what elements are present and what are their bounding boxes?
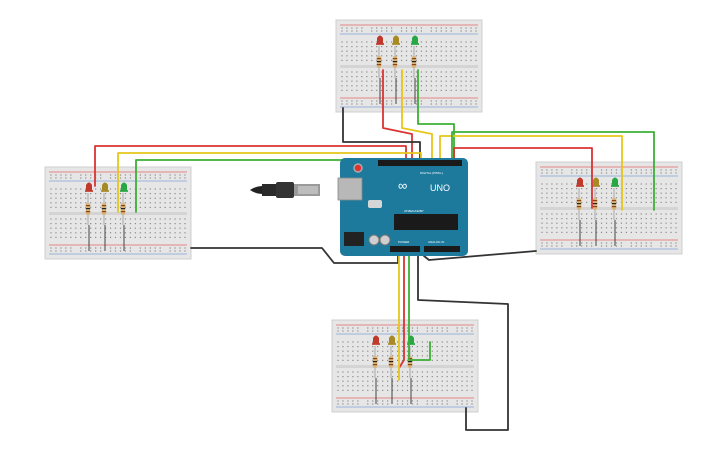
resistor[interactable] xyxy=(372,346,378,378)
wire-yellow[interactable] xyxy=(439,135,623,211)
resistor[interactable] xyxy=(611,188,617,220)
breadboard-holes xyxy=(337,327,473,405)
power-header xyxy=(390,246,420,252)
led[interactable] xyxy=(85,182,93,193)
wire-black[interactable] xyxy=(190,247,399,264)
resistor[interactable] xyxy=(85,193,91,225)
led[interactable] xyxy=(372,335,380,346)
resistor[interactable] xyxy=(592,188,598,220)
wires-layer xyxy=(94,69,655,431)
resistor[interactable] xyxy=(411,46,417,78)
resistor[interactable] xyxy=(576,188,582,220)
wire-black[interactable] xyxy=(423,250,537,261)
breadboard-left[interactable] xyxy=(44,166,192,260)
microcontroller-chip xyxy=(394,214,458,230)
digital-label: DIGITAL (PWM~) xyxy=(420,171,443,175)
resistor[interactable] xyxy=(120,193,126,225)
capacitor xyxy=(368,234,380,246)
resistor[interactable] xyxy=(101,193,107,225)
breadboard-right[interactable] xyxy=(535,161,683,255)
center-trench xyxy=(49,212,187,215)
led[interactable] xyxy=(388,335,396,346)
resistor[interactable] xyxy=(376,46,382,78)
crystal-oscillator xyxy=(368,200,382,208)
capacitor xyxy=(379,234,391,246)
resistor[interactable] xyxy=(388,346,394,378)
breadboards-layer xyxy=(44,19,683,413)
wire-black[interactable] xyxy=(417,255,509,431)
wire-green[interactable] xyxy=(451,131,655,211)
arduino-logo: ∞ xyxy=(398,178,407,193)
wire-green[interactable] xyxy=(408,251,431,361)
resistor[interactable] xyxy=(392,46,398,78)
wire-green[interactable] xyxy=(135,159,410,213)
led[interactable] xyxy=(592,177,600,188)
usb-cable[interactable] xyxy=(250,182,320,198)
center-trench xyxy=(540,207,678,210)
breadboard-holes xyxy=(50,174,186,252)
chip-label: ATMEGA328P xyxy=(404,209,423,213)
led[interactable] xyxy=(576,177,584,188)
wire-yellow[interactable] xyxy=(401,69,433,165)
wire-black[interactable] xyxy=(342,107,421,161)
led[interactable] xyxy=(120,182,128,193)
wire-red[interactable] xyxy=(398,251,405,369)
center-trench xyxy=(340,65,478,68)
center-trench xyxy=(336,365,474,368)
breadboard-bottom[interactable] xyxy=(331,319,479,413)
wire-green[interactable] xyxy=(417,69,455,165)
wire-red[interactable] xyxy=(453,147,593,209)
led[interactable] xyxy=(411,35,419,46)
led[interactable] xyxy=(101,182,109,193)
breadboard-top[interactable] xyxy=(335,19,483,113)
wire-yellow[interactable] xyxy=(117,152,422,213)
usb-port[interactable] xyxy=(337,177,363,201)
analog-header xyxy=(424,246,460,252)
power-jack[interactable] xyxy=(344,232,364,246)
led[interactable] xyxy=(611,177,619,188)
power-label: POWER xyxy=(398,240,410,244)
arduino-uno-board[interactable]: ∞ UNO DIGITAL (PWM~) POWER ANALOG IN ATM… xyxy=(337,158,468,256)
digital-header xyxy=(378,160,462,166)
led[interactable] xyxy=(376,35,384,46)
wire-red[interactable] xyxy=(382,69,413,165)
reset-button[interactable] xyxy=(353,163,363,173)
board-name: UNO xyxy=(430,183,450,193)
led[interactable] xyxy=(392,35,400,46)
analog-label: ANALOG IN xyxy=(428,240,444,244)
